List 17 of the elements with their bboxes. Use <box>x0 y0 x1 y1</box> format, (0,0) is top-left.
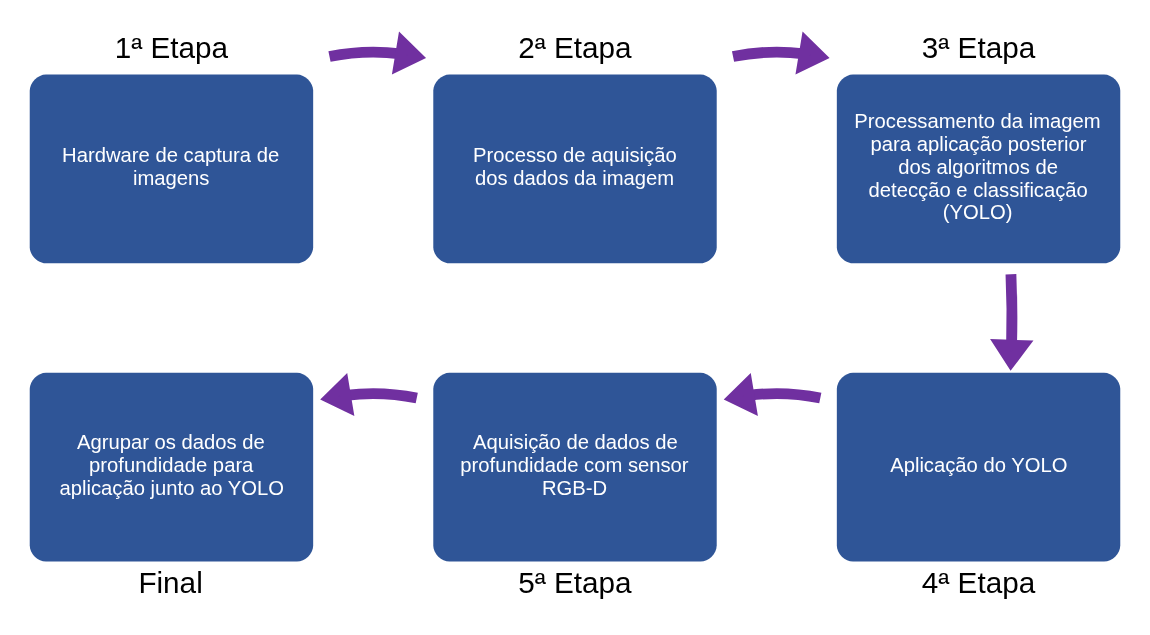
node-box: Processo de aquisição dos dados da imagem <box>433 73 717 263</box>
node-label: 2ª Etapa <box>518 30 632 64</box>
arrow <box>328 31 427 74</box>
arrow <box>723 372 822 416</box>
node-box: Hardware de captura de imagens <box>29 73 314 263</box>
node-box: Processamento da imagem para aplicação posterior dos algoritmos de detecção e classificação (YOLO) <box>836 73 1121 263</box>
node-label: Final <box>138 565 203 599</box>
node-box: Aplicação do YOLO <box>836 372 1121 562</box>
arrow <box>320 372 418 416</box>
node-label: 1ª Etapa <box>114 30 229 64</box>
arrow <box>990 273 1034 371</box>
arrow <box>732 31 830 74</box>
node-box: Aquisição de dados de profundidade com sensor RGB-D <box>433 372 717 562</box>
node-label: 3ª Etapa <box>921 30 1036 64</box>
node-label: 5ª Etapa <box>518 565 632 599</box>
node-box: Agrupar os dados de profundidade para aplicação junto ao YOLO <box>29 372 314 562</box>
node-label: 4ª Etapa <box>921 565 1036 599</box>
